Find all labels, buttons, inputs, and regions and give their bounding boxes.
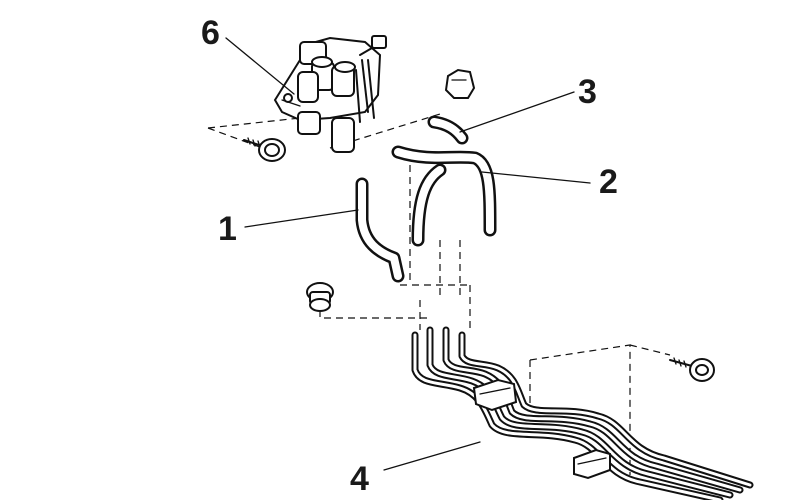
- tube-bundle-part-4: [411, 326, 754, 500]
- mounting-bolt-left: [243, 137, 286, 162]
- callout-4: 4: [350, 460, 369, 498]
- callout-6: 6: [201, 14, 220, 52]
- hose-part-3: [427, 115, 469, 145]
- hose-grommet: [306, 282, 334, 312]
- mounting-bolt-right: [669, 357, 715, 382]
- callout-3: 3: [578, 73, 597, 111]
- callout-1: 1: [218, 210, 237, 248]
- hose-part-1: [355, 177, 405, 283]
- hose-clip: [444, 68, 476, 99]
- leader-lines: [225, 37, 591, 471]
- hose-part-2: [391, 145, 497, 247]
- alignment-guides: [207, 113, 671, 475]
- solenoid-valve-assembly: [273, 35, 387, 153]
- callout-2: 2: [599, 163, 618, 201]
